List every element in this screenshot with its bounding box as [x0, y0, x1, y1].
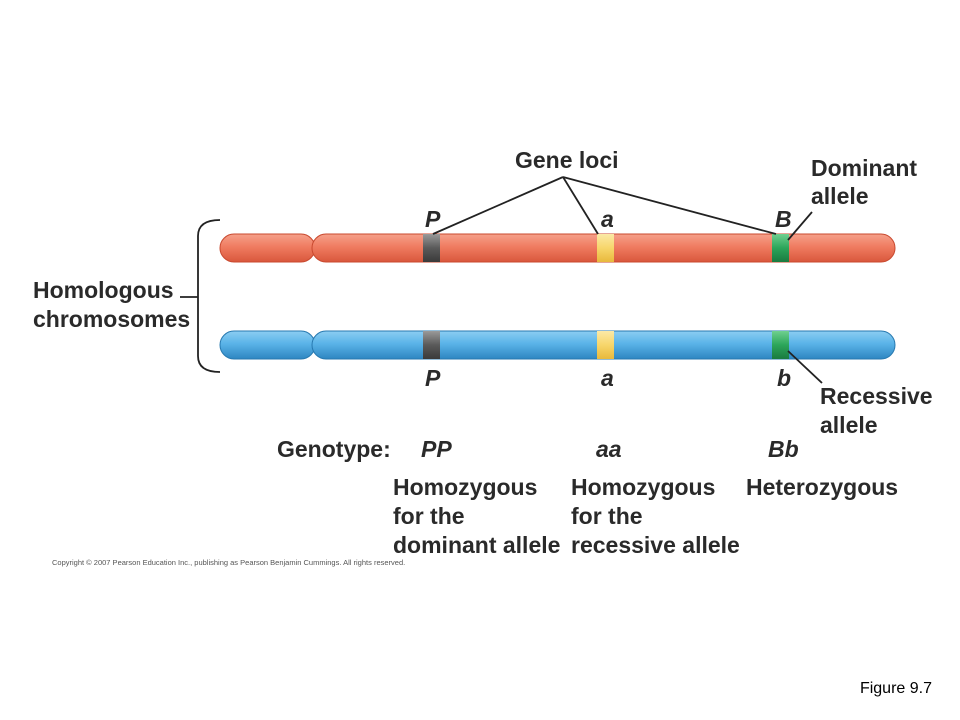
- homologous-label-line2: chromosomes: [33, 306, 190, 332]
- genotype-aa-desc-line1: Homozygous: [571, 474, 715, 500]
- recessive-allele-pointer: [787, 350, 823, 384]
- genotype-PP-desc-line3: dominant allele: [393, 532, 560, 558]
- copyright-notice: Copyright © 2007 Pearson Education Inc.,…: [52, 558, 406, 567]
- locus-a-top: [597, 234, 614, 262]
- dominant-allele-label-line1: Dominant: [811, 155, 917, 181]
- locus-P-top: [423, 234, 440, 262]
- bottom-allele-b: b: [777, 365, 791, 391]
- genotype-Bb-desc-line1: Heterozygous: [746, 474, 898, 500]
- top-allele-B: B: [775, 206, 792, 232]
- genotype-aa: aa: [596, 436, 622, 462]
- homologous-label-line1: Homologous: [33, 277, 174, 303]
- genotype-aa-desc-line3: recessive allele: [571, 532, 740, 558]
- locus-P-bottom: [423, 331, 440, 359]
- figure-label: Figure 9.7: [859, 680, 932, 697]
- chromosome-top-short-arm: [219, 233, 316, 263]
- chromosome-bottom-short-arm: [219, 330, 316, 360]
- genotype-PP-desc-line1: Homozygous: [393, 474, 537, 500]
- bottom-allele-P: P: [425, 365, 441, 391]
- dominant-allele-label-line2: allele: [811, 183, 869, 209]
- recessive-allele-label-line1: Recessive: [820, 383, 933, 409]
- locus-a-bottom: [597, 331, 614, 359]
- genotype-PP-desc-line2: for the: [393, 503, 465, 529]
- homologous-bracket: [197, 219, 221, 373]
- genotype-label: Genotype:: [277, 436, 391, 462]
- top-allele-a: a: [601, 206, 614, 232]
- genotype-Bb: Bb: [768, 436, 799, 462]
- locus-B-top: [772, 234, 789, 262]
- dominant-allele-pointer: [787, 211, 813, 241]
- recessive-allele-label-line2: allele: [820, 412, 878, 438]
- locus-b-bottom: [772, 331, 789, 359]
- chromosome-bottom: [219, 330, 896, 360]
- gene-loci-pointers: [432, 176, 777, 235]
- bottom-allele-a: a: [601, 365, 614, 391]
- top-allele-P: P: [425, 206, 441, 232]
- genotype-PP: PP: [421, 436, 452, 462]
- gene-loci-label: Gene loci: [515, 147, 619, 173]
- genotype-aa-desc-line2: for the: [571, 503, 643, 529]
- chromosome-top: [219, 233, 896, 263]
